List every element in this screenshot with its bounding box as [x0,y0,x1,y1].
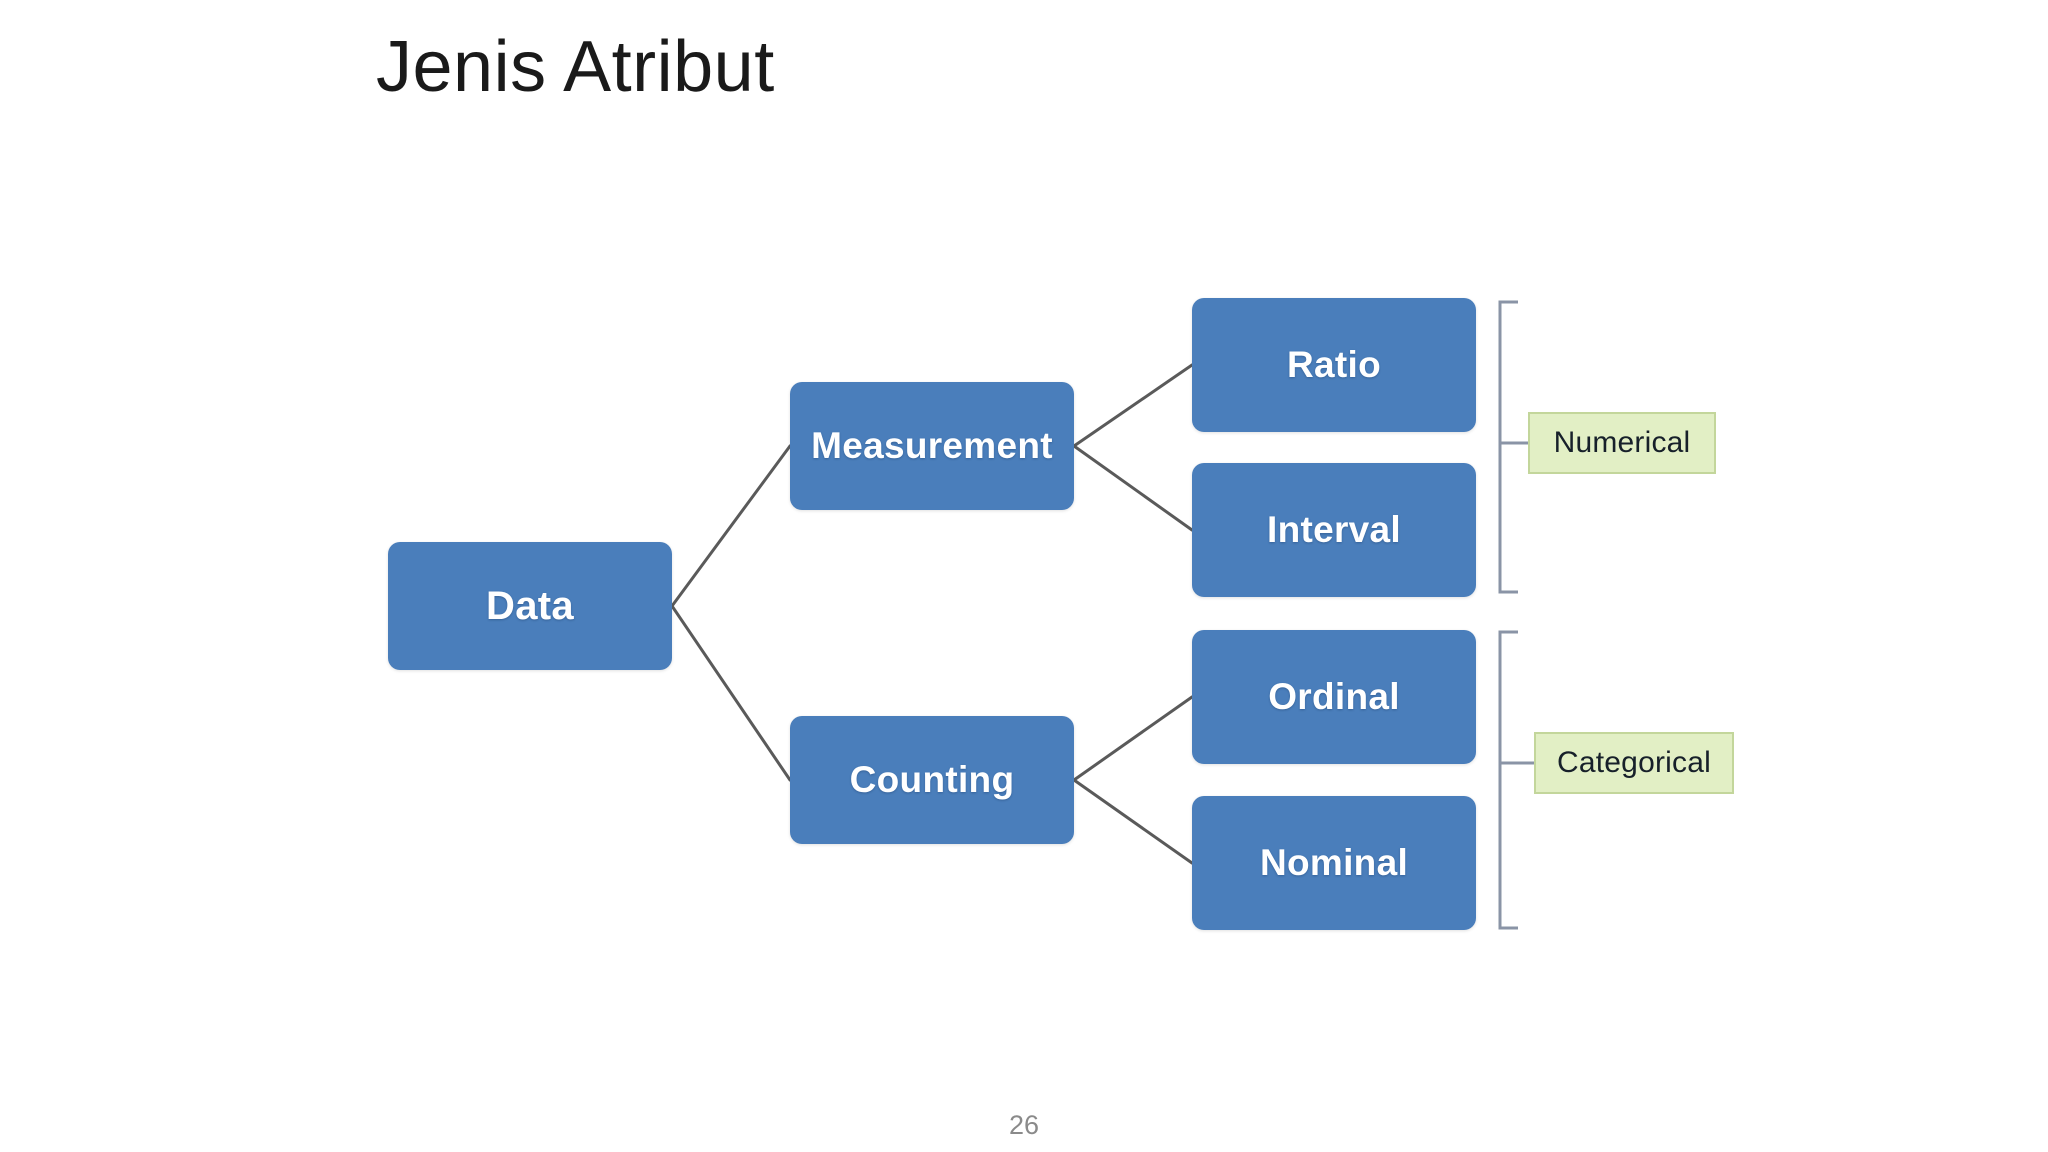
node-ordinal[interactable]: Ordinal [1192,630,1476,764]
bracket-categorical [1498,630,1518,930]
node-measurement[interactable]: Measurement [790,382,1074,510]
edge-data-to-measurement [670,444,792,608]
edge-counting-to-ordinal [1072,695,1194,782]
node-counting[interactable]: Counting [790,716,1074,844]
slide-page-number: 26 [1008,1110,1040,1140]
edge-measurement-to-ratio [1072,363,1194,448]
edge-data-to-counting [670,604,792,782]
edge-counting-to-nominal [1072,778,1194,865]
bracket-numerical [1498,300,1518,594]
node-interval[interactable]: Interval [1192,463,1476,597]
node-ratio[interactable]: Ratio [1192,298,1476,432]
edge-measurement-to-interval [1072,444,1194,532]
group-label-categorical[interactable]: Categorical [1534,732,1734,794]
node-nominal[interactable]: Nominal [1192,796,1476,930]
page-title: Jenis Atribut [376,27,775,107]
group-brackets [1498,300,1534,930]
node-data[interactable]: Data [388,542,672,670]
group-label-numerical[interactable]: Numerical [1528,412,1716,474]
